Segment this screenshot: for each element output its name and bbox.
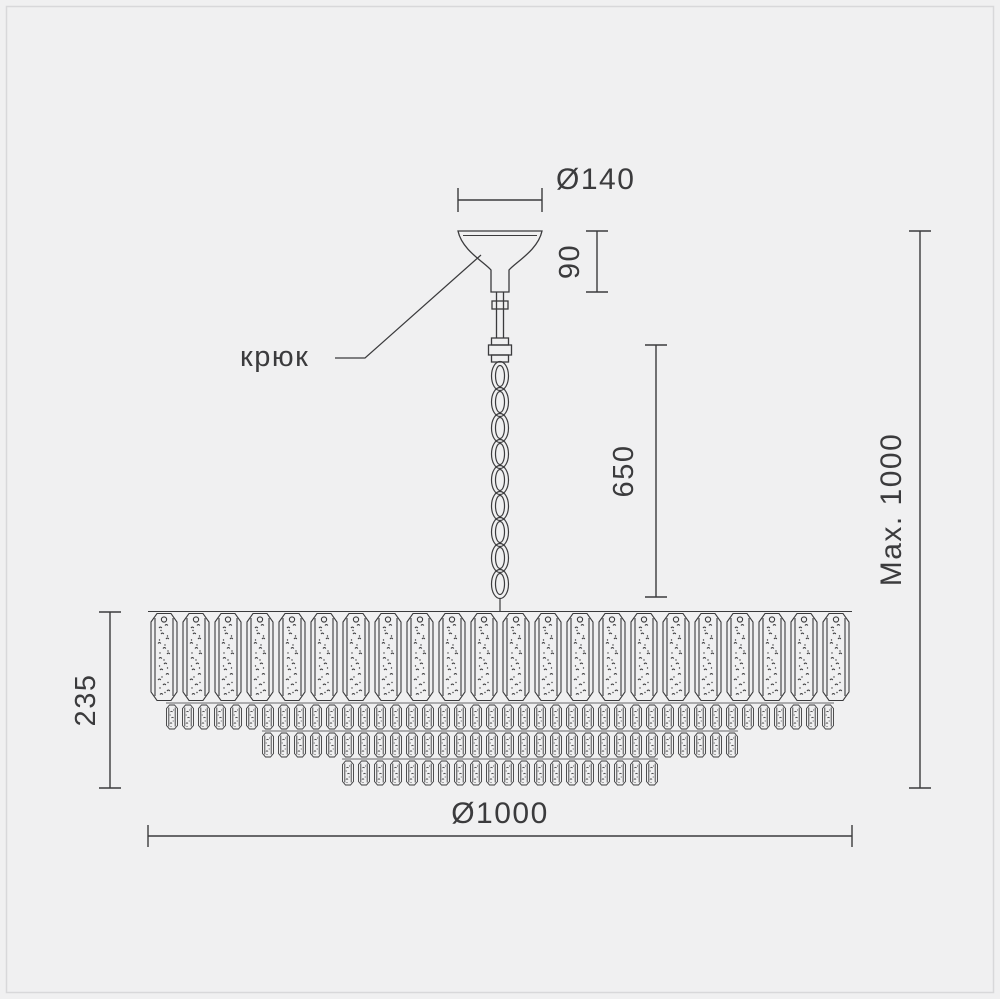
fixture-drawing: [148, 230, 852, 786]
dimension-chain-drop: [645, 344, 667, 598]
crystal-tier-3: [340, 760, 660, 786]
crystal-tier-1: [164, 704, 836, 730]
max-height-label: Max. 1000: [875, 433, 908, 587]
crystal-tier-2: [260, 732, 740, 758]
dimension-labels: Ø140 90 крюк 650 Max. 1000 235 Ø1000: [70, 163, 908, 830]
chain-drop-label: 650: [608, 445, 640, 498]
ceiling-canopy: [457, 230, 543, 293]
dimension-lines: [99, 188, 931, 847]
body-diameter-label: Ø1000: [451, 797, 549, 830]
crystal-tier-main: [148, 612, 852, 702]
canopy-height-label: 90: [554, 244, 586, 279]
dimension-canopy-diameter: [457, 188, 543, 212]
suspension-chain: [490, 360, 510, 612]
dimension-body-diameter: [147, 825, 853, 847]
dimension-body-height: [99, 611, 121, 789]
dimension-max-height: [909, 230, 931, 789]
canopy-diameter-label: Ø140: [556, 163, 635, 196]
dimension-canopy-height: [586, 230, 608, 293]
hook-leader-line: [335, 254, 482, 359]
hook-label: крюк: [240, 341, 309, 373]
frame-border: [5, 5, 995, 994]
suspension-rod: [487, 292, 513, 363]
chandelier-body: [148, 611, 852, 786]
body-height-label: 235: [70, 674, 102, 727]
